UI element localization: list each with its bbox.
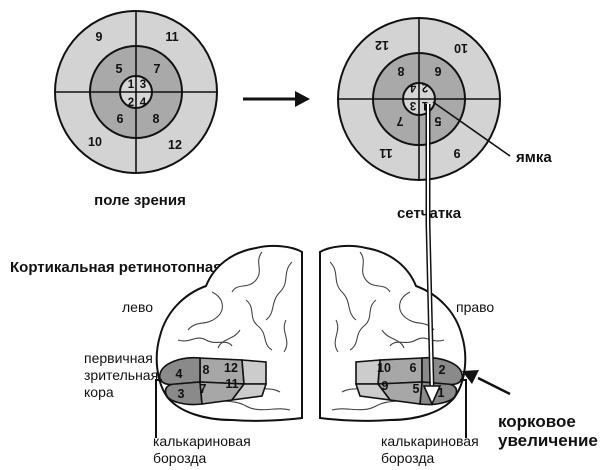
magnification-arrow-shaft	[477, 376, 511, 396]
retina-sector-1: 1	[421, 99, 428, 111]
left-label: лево	[122, 299, 153, 315]
visual-field-caption: поле зрения	[94, 192, 186, 209]
vf-sector-2: 2	[128, 97, 134, 109]
left-v1-lower-peripheral	[230, 383, 268, 402]
left-cortex-number-11: 11	[225, 377, 238, 391]
left-calcarine-label-line1: калькариновая	[153, 433, 251, 449]
retina-sector-9: 9	[453, 146, 460, 160]
right-calcarine-label-line1: калькариновая	[381, 433, 479, 449]
left-hemisphere: 4 8 12 3 7 11	[155, 244, 303, 422]
left-cortex-number-4: 4	[176, 367, 183, 381]
retina-sector-2: 2	[422, 81, 428, 93]
left-calcarine-pointer	[155, 379, 162, 438]
vf-sector-6: 6	[117, 112, 124, 126]
primary-cortex-label-line1: первичная	[84, 350, 153, 366]
right-hemisphere: 10 6 2 9 5 1	[319, 244, 467, 422]
magnification-label-line1: корковое	[498, 412, 576, 431]
visual-field-diagram: 1 2 3 4 5 6 7 8 9 10 11 12 поле зрения	[54, 10, 218, 209]
vf-sector-9: 9	[96, 30, 103, 44]
fovea-arrow-head	[422, 385, 442, 406]
retina-diagram: 1 2 3 4 5 6 7 8 9 10 11 12 сетчатка ямка	[337, 17, 552, 222]
fovea-arrow-core	[427, 104, 433, 391]
vf-sector-12: 12	[168, 138, 182, 152]
right-cortex-number-10: 10	[377, 361, 391, 375]
retina-sector-6: 6	[434, 64, 441, 78]
retina-sector-3: 3	[410, 99, 416, 111]
vf-sector-10: 10	[88, 135, 102, 149]
right-cortex-number-2: 2	[439, 363, 446, 377]
projection-arrow	[243, 91, 310, 107]
retina-sector-8: 8	[397, 64, 404, 78]
retina-sector-12: 12	[375, 38, 389, 52]
fovea-label: ямка	[516, 149, 552, 166]
projection-arrow-head	[295, 91, 310, 107]
left-cortex-number-12: 12	[224, 361, 238, 375]
left-v1-lower-central	[164, 381, 203, 406]
right-calcarine-label-line2: борозда	[381, 450, 435, 466]
vf-sector-7: 7	[154, 62, 161, 76]
magnification-label-line2: увеличение	[498, 431, 598, 450]
vf-sector-8: 8	[153, 112, 160, 126]
primary-cortex-label-line3: кора	[84, 384, 114, 400]
left-cortex-number-3: 3	[178, 387, 185, 401]
right-calcarine-pointer	[460, 379, 467, 438]
right-label: право	[456, 299, 494, 315]
vf-sector-3: 3	[140, 79, 146, 91]
retina-sector-7: 7	[396, 114, 403, 128]
vf-sector-4: 4	[140, 97, 147, 109]
right-cortex-number-9: 9	[382, 379, 389, 393]
right-v1-lower-peripheral	[354, 383, 392, 402]
fovea-pointer-line	[432, 101, 511, 157]
retina-sector-5: 5	[434, 114, 441, 128]
vf-sector-1: 1	[128, 79, 135, 91]
fovea-to-cortex-arrow	[422, 104, 442, 406]
retina-sector-11: 11	[379, 146, 392, 160]
magnification-arrow-head	[462, 370, 479, 384]
retina-sector-4: 4	[409, 81, 416, 93]
left-v1-upper-peripheral	[241, 359, 267, 385]
cortex-title: Кортикальная ретинотопная карта	[10, 259, 267, 276]
right-cortex-number-6: 6	[410, 361, 417, 375]
vf-sector-11: 11	[165, 30, 178, 44]
retina-sector-10: 10	[454, 41, 468, 55]
vf-sector-5: 5	[116, 62, 123, 76]
left-cortex-number-8: 8	[203, 363, 210, 377]
right-cortex-number-5: 5	[413, 382, 420, 396]
magnification-arrow	[462, 370, 511, 396]
right-cortex-number-1: 1	[438, 386, 445, 400]
primary-cortex-label-line2: зрительная	[84, 367, 158, 383]
left-cortex-number-7: 7	[200, 382, 207, 396]
left-calcarine-label-line2: борозда	[153, 450, 207, 466]
